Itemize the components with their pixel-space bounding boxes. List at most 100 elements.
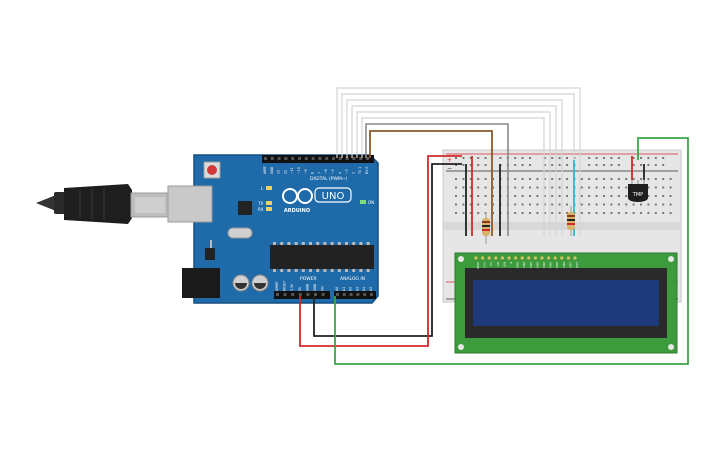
header-hole[interactable] [370,293,373,296]
lcd-pin[interactable] [507,256,511,260]
bb-hole[interactable] [462,178,465,180]
bb-hole[interactable] [662,178,665,180]
usb-cable[interactable] [36,184,170,224]
bb-hole[interactable] [521,164,524,166]
bb-hole[interactable] [543,164,546,166]
bb-hole[interactable] [662,186,665,189]
bb-hole[interactable] [536,195,539,197]
header-hole[interactable] [359,157,363,160]
bb-hole[interactable] [551,164,554,166]
bb-hole[interactable] [551,178,554,180]
header-hole[interactable] [342,293,346,296]
bb-hole[interactable] [462,164,465,166]
header-hole[interactable] [311,157,315,160]
bb-hole[interactable] [654,178,657,180]
bb-hole[interactable] [566,195,568,197]
bb-hole[interactable] [536,178,539,180]
bb-hole[interactable] [595,195,598,197]
bb-hole[interactable] [455,212,457,214]
bb-hole[interactable] [662,212,665,214]
bb-hole[interactable] [588,164,591,166]
lcd-pin[interactable] [487,256,491,260]
bb-hole[interactable] [462,195,465,197]
header-hole[interactable] [352,157,356,160]
bb-hole[interactable] [551,203,554,206]
header-hole[interactable] [349,293,353,296]
header-hole[interactable] [363,293,367,296]
lcd-pin[interactable] [520,256,524,260]
header-hole[interactable] [321,293,325,296]
bb-hole[interactable] [484,195,487,197]
bb-hole[interactable] [521,195,524,197]
lcd-pin[interactable] [547,256,551,260]
bb-hole[interactable] [647,203,650,206]
header-hole[interactable] [356,293,360,296]
bb-hole[interactable] [647,186,650,189]
bb-hole[interactable] [654,212,657,214]
lcd-pin[interactable] [474,256,478,260]
lcd-pin[interactable] [573,256,577,260]
lcd-pin[interactable] [514,256,518,260]
bb-hole[interactable] [640,157,642,159]
bb-hole[interactable] [529,195,531,197]
bb-hole[interactable] [566,164,568,166]
header-hole[interactable] [304,157,308,160]
bb-hole[interactable] [595,178,598,180]
bb-hole[interactable] [455,164,457,166]
bb-hole[interactable] [617,203,620,206]
bb-hole[interactable] [558,212,561,214]
bb-hole[interactable] [469,203,472,206]
bb-hole[interactable] [610,164,613,166]
bb-hole[interactable] [669,186,672,189]
bb-hole[interactable] [492,186,494,189]
bb-hole[interactable] [595,203,598,206]
header-hole[interactable] [314,293,317,296]
bb-hole[interactable] [455,178,457,180]
header-hole[interactable] [270,157,274,160]
bb-hole[interactable] [588,178,591,180]
bb-hole[interactable] [625,186,628,189]
header-hole[interactable] [366,157,369,160]
bb-hole[interactable] [477,203,480,206]
header-hole[interactable] [277,157,281,160]
bb-hole[interactable] [469,186,472,189]
bb-hole[interactable] [484,164,487,166]
bb-hole[interactable] [566,178,568,180]
bb-hole[interactable] [647,164,650,166]
bb-hole[interactable] [647,178,650,180]
bb-hole[interactable] [529,212,531,214]
bb-hole[interactable] [529,164,531,166]
bb-hole[interactable] [469,195,472,197]
bb-hole[interactable] [477,195,480,197]
bb-hole[interactable] [514,157,517,159]
bb-hole[interactable] [647,195,650,197]
header-hole[interactable] [332,157,335,160]
bb-hole[interactable] [551,195,554,197]
bb-hole[interactable] [580,178,583,180]
bb-hole[interactable] [580,212,583,214]
bb-hole[interactable] [462,212,465,214]
bb-hole[interactable] [558,186,561,189]
bb-hole[interactable] [640,212,642,214]
bb-hole[interactable] [558,195,561,197]
bb-hole[interactable] [521,178,524,180]
bb-hole[interactable] [514,203,517,206]
bb-hole[interactable] [654,203,657,206]
header-hole[interactable] [298,157,301,160]
bb-hole[interactable] [536,212,539,214]
bb-hole[interactable] [595,212,598,214]
bb-hole[interactable] [514,195,517,197]
bb-hole[interactable] [610,212,613,214]
bb-hole[interactable] [536,186,539,189]
bb-hole[interactable] [588,195,591,197]
bb-hole[interactable] [617,157,620,159]
bb-hole[interactable] [603,157,605,159]
bb-hole[interactable] [477,164,480,166]
bb-hole[interactable] [558,178,561,180]
bb-hole[interactable] [543,178,546,180]
bb-hole[interactable] [536,203,539,206]
resistor-1[interactable] [482,212,490,244]
bb-hole[interactable] [632,203,635,206]
bb-hole[interactable] [469,178,472,180]
bb-hole[interactable] [669,178,672,180]
